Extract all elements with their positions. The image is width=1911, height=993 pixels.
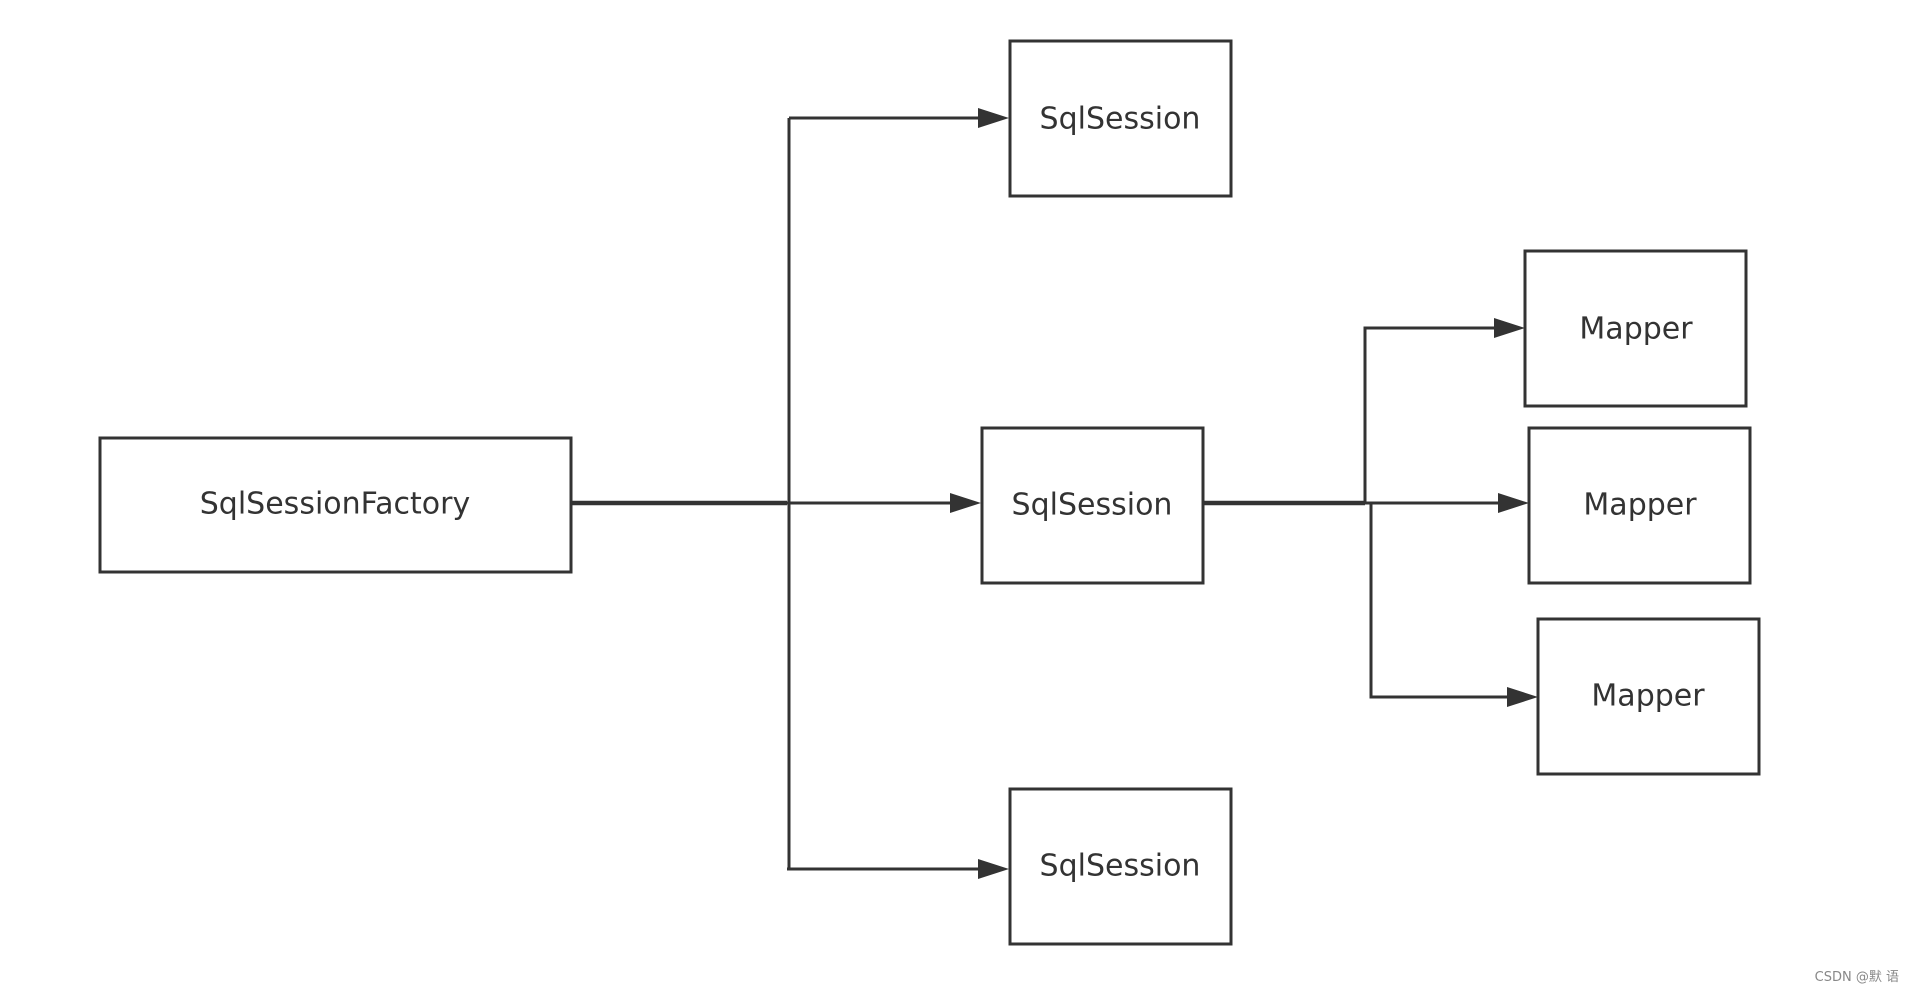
node-sqlsessionfactory-label: SqlSessionFactory [200,487,470,522]
node-mapper-2: Mapper [1527,426,1752,585]
node-sqlsession-bottom: SqlSession [1008,787,1233,946]
arrowhead-session-mid [950,493,981,513]
arrowhead-mapper-3 [1507,687,1538,707]
factory-edges [571,108,1009,879]
node-sqlsession-top: SqlSession [1008,39,1233,198]
node-sqlsession-mid-label: SqlSession [1012,488,1173,523]
edge-session-branch-upper [1363,326,1495,503]
arrowhead-session-bottom [978,859,1009,879]
node-sqlsessionfactory: SqlSessionFactory [98,436,573,574]
edge-session-branch-lower [1369,503,1508,699]
arrowhead-session-top [978,108,1009,128]
node-mapper-1-label: Mapper [1579,312,1693,347]
node-mapper-2-label: Mapper [1583,488,1697,523]
node-mapper-1: Mapper [1523,249,1748,408]
node-mapper-3-label: Mapper [1591,679,1705,714]
arrowhead-mapper-2 [1498,493,1529,513]
watermark: CSDN @默 语 [1814,970,1899,985]
node-sqlsession-top-label: SqlSession [1040,102,1201,137]
node-mapper-3: Mapper [1536,617,1761,776]
node-sqlsession-bottom-label: SqlSession [1040,849,1201,884]
arrowhead-mapper-1 [1494,318,1525,338]
session-edges [1203,318,1538,707]
node-sqlsession-mid: SqlSession [980,426,1205,585]
